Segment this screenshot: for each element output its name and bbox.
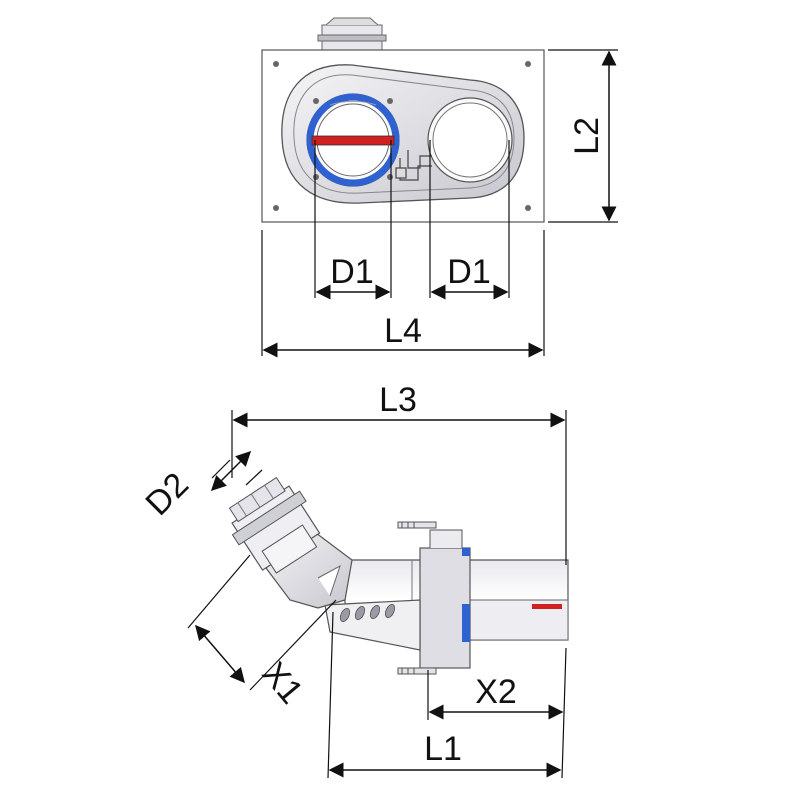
dimension-l2: L2 [568,50,617,222]
top-connector [317,17,387,52]
angled-coupling [228,476,321,574]
label-l2: L2 [568,117,606,155]
label-l3: L3 [379,381,417,419]
flange-blue-ring [462,604,470,642]
wall-flange [397,521,471,675]
top-extension-lines [261,49,618,356]
air-intake-body [324,599,421,651]
top-view: D1 D1 L4 L2 [261,17,618,358]
dimension-l1: L1 [328,730,562,778]
label-d1-right: D1 [447,253,490,291]
brand-mark-icon [395,150,432,181]
label-l4: L4 [384,312,422,350]
left-outlet [306,93,400,187]
label-x2: X2 [475,673,517,711]
outlet-label-band [311,135,395,146]
side-view: L3 D2 X1 X2 L1 [138,381,569,779]
label-x1: X1 [255,655,311,711]
dimension-x2: X2 [428,673,564,720]
dimension-l3: L3 [232,381,566,428]
dimension-x1: X1 [195,624,311,711]
dimension-d1-left: D1 [315,253,391,300]
label-l1: L1 [424,730,462,768]
right-outlet [427,97,513,183]
mounting-screws [397,521,437,675]
dimension-d1-right: D1 [430,253,509,300]
label-d1-left: D1 [330,253,373,291]
side-extension-lines [187,410,567,779]
label-d2: D2 [138,465,196,523]
pipe-red-mark [532,604,562,609]
outlet-blue-ring [306,93,400,187]
plate-screws [273,61,531,211]
dimension-l4: L4 [262,312,544,358]
